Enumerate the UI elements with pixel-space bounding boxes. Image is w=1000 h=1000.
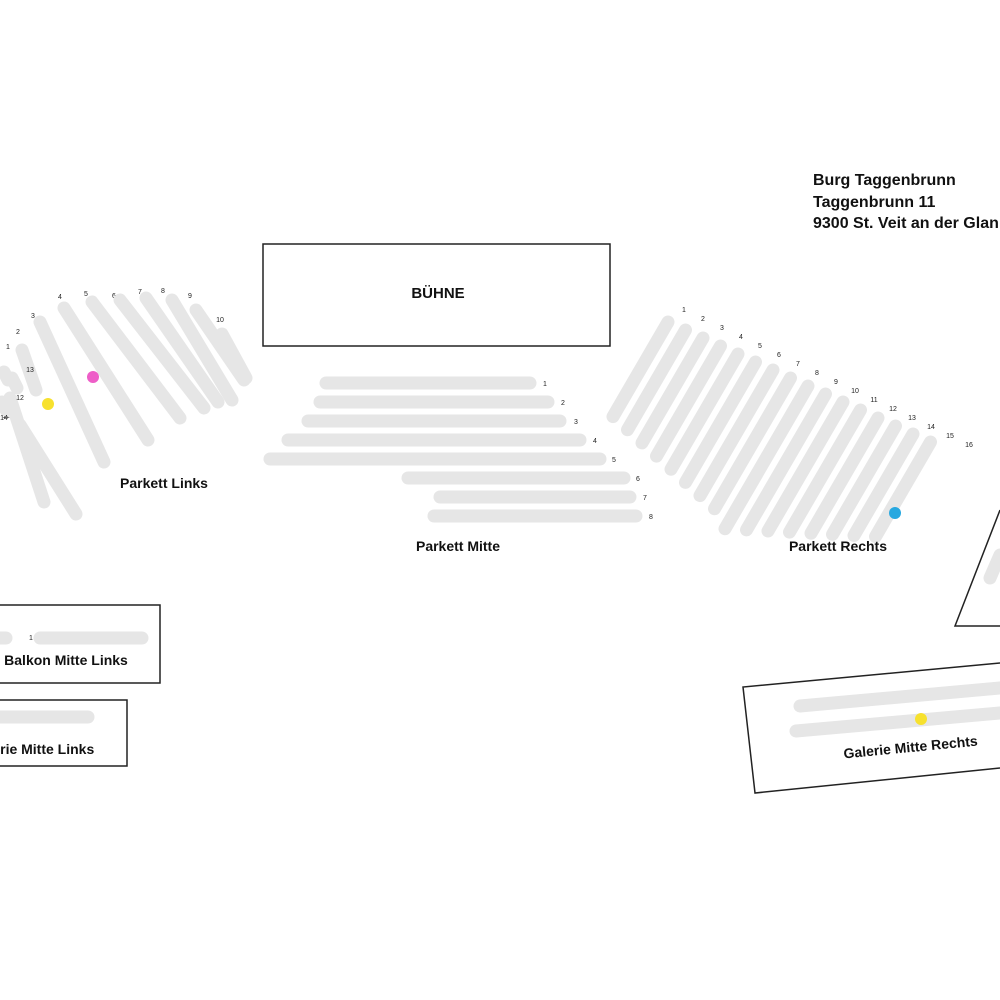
seat-row[interactable]: [664, 347, 745, 476]
row-number: 6: [777, 352, 781, 359]
seat-row[interactable]: [0, 395, 13, 417]
row-number: 4: [593, 438, 597, 445]
seat-row[interactable]: [783, 403, 867, 539]
seat-row[interactable]: [793, 681, 1000, 713]
seat-row[interactable]: [3, 391, 51, 509]
balkon-mitte-links-outline: [0, 604, 161, 684]
galerie-mitte-links-section: Galerie Mitte Links: [0, 699, 128, 767]
row-number: 8: [649, 514, 653, 521]
seat-row[interactable]: [139, 291, 225, 409]
seat-row[interactable]: [650, 339, 727, 463]
row-number: 9: [188, 293, 192, 300]
row-number: 1: [543, 381, 547, 388]
row-number: 2: [701, 316, 705, 323]
stage-label: BÜHNE: [411, 285, 464, 302]
seat-row[interactable]: [761, 395, 850, 538]
seat-marker[interactable]: [87, 371, 99, 383]
row-number: 3: [574, 419, 578, 426]
seat-row[interactable]: [718, 379, 815, 536]
seat-row[interactable]: [113, 293, 211, 415]
seat-row[interactable]: [679, 355, 762, 489]
row-number: 10: [216, 317, 224, 324]
seat-marker[interactable]: [42, 398, 54, 410]
seat-row[interactable]: [0, 365, 15, 387]
row-number: 5: [758, 343, 762, 350]
seat-row[interactable]: [606, 315, 675, 424]
row-number: 7: [138, 289, 142, 296]
row-number: 3: [31, 313, 35, 320]
balkon-mitte-links-section: 1 Balkon Mitte Links: [0, 604, 161, 684]
seat-row[interactable]: [165, 293, 239, 407]
row-number: 6: [636, 476, 640, 483]
row-number: 12: [16, 395, 24, 402]
row-number: 6: [112, 293, 116, 300]
galerie-mitte-rechts-label: Galerie Mitte Rechts: [843, 733, 979, 762]
seat-row[interactable]: [33, 315, 111, 469]
row-number: 9: [834, 379, 838, 386]
row-number: 8: [161, 288, 165, 295]
seat-marker[interactable]: [915, 713, 927, 725]
row-number: 1: [29, 635, 33, 642]
seat-row[interactable]: [621, 323, 692, 437]
row-number: 13: [26, 367, 34, 374]
balkon-mitte-links-label: Balkon Mitte Links: [4, 652, 128, 668]
venue-name: Burg Taggenbrunn: [813, 172, 956, 189]
venue-city: 9300 St. Veit an der Glan: [813, 215, 999, 232]
stage: BÜHNE: [262, 243, 611, 347]
seat-row[interactable]: [740, 387, 832, 537]
row-number: 7: [643, 495, 647, 502]
parkett-rechts-label: Parkett Rechts: [789, 538, 887, 554]
row-number: 7: [796, 361, 800, 368]
row-number: 14: [927, 424, 935, 431]
row-number: 8: [815, 370, 819, 377]
seat-row[interactable]: [635, 331, 710, 450]
row-number: 11: [870, 397, 877, 404]
seat-row[interactable]: [693, 363, 780, 503]
row-number: 11: [2, 413, 9, 420]
row-number: 3: [720, 325, 724, 332]
parkett-mitte-label: Parkett Mitte: [416, 538, 500, 554]
galerie-mitte-rechts-section: Galerie Mitte Rechts: [742, 662, 1000, 794]
seat-row[interactable]: [15, 343, 43, 397]
row-number: 4: [58, 294, 62, 301]
seat-row[interactable]: [826, 419, 902, 541]
galerie-mitte-rechts-outline: [742, 662, 1000, 794]
row-number: 1: [6, 344, 10, 351]
row-number: 5: [612, 457, 616, 464]
seat-row[interactable]: [847, 427, 920, 542]
row-number: 10: [851, 388, 859, 395]
row-number: 2: [561, 400, 565, 407]
seat-row[interactable]: [708, 371, 797, 516]
seat-row[interactable]: [13, 418, 83, 521]
seat-row[interactable]: [869, 435, 937, 544]
seat-row[interactable]: [789, 706, 1000, 738]
seat-row[interactable]: [57, 301, 155, 447]
row-number: 14: [0, 415, 8, 422]
seat-row[interactable]: [804, 411, 885, 540]
venue-address: Burg Taggenbrunn Taggenbrunn 11 9300 St.…: [813, 170, 1000, 235]
row-number: 13: [908, 415, 916, 422]
row-number: 4: [739, 334, 743, 341]
seat-row[interactable]: [215, 327, 253, 385]
seat-marker[interactable]: [889, 507, 901, 519]
galerie-mitte-links-label: Galerie Mitte Links: [0, 741, 94, 757]
parkett-links-label: Parkett Links: [120, 475, 208, 491]
side-section-right: [953, 509, 1000, 627]
row-number: 2: [16, 329, 20, 336]
seat-row[interactable]: [85, 295, 187, 425]
row-number: 16: [965, 442, 973, 449]
galerie-mitte-links-outline: [0, 699, 128, 767]
row-number: 15: [946, 433, 954, 440]
side-section-outline: [953, 509, 1000, 627]
row-number: 5: [84, 291, 88, 298]
seat-row[interactable]: [983, 548, 1000, 585]
parkett-mitte-section: 1 2 3 4 5 6 7 8: [263, 376, 653, 523]
row-number: 1: [682, 307, 686, 314]
row-number: 12: [889, 406, 897, 413]
stage-outline: [262, 243, 611, 347]
venue-street: Taggenbrunn 11: [813, 193, 936, 211]
